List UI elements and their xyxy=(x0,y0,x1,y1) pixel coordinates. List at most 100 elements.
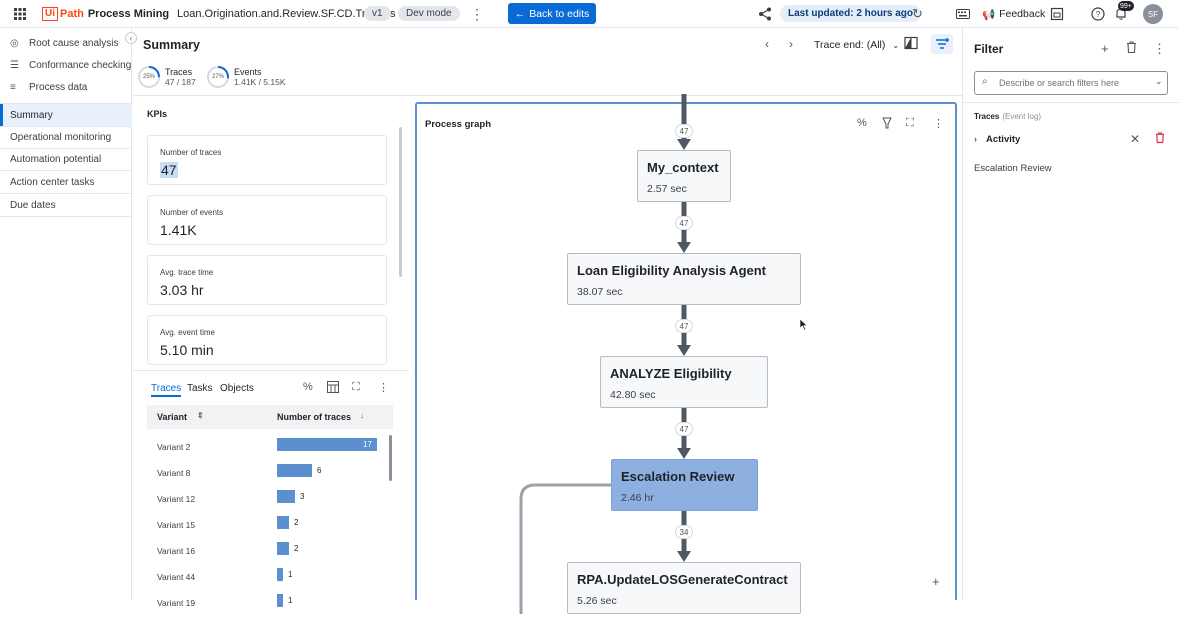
filter-search-input[interactable] xyxy=(999,76,1149,90)
node-title: RPA.UpdateLOSGenerateContract xyxy=(577,572,788,587)
collapse-nav-button[interactable]: ‹ xyxy=(125,32,137,44)
filter-group-activity[interactable]: › Activity ✕ xyxy=(974,132,1174,149)
bulb-icon[interactable] xyxy=(881,117,893,132)
edge-count-label[interactable]: 47 xyxy=(675,422,693,436)
nav-summary[interactable]: Summary xyxy=(0,104,132,126)
node-duration: 2.57 sec xyxy=(647,183,687,195)
user-avatar[interactable]: SF xyxy=(1143,4,1163,24)
kpi-value: 5.10 min xyxy=(160,342,214,358)
kpi-card[interactable]: Number of events 1.41K xyxy=(147,195,387,245)
filter-search[interactable]: ⌕ ⌄ xyxy=(974,71,1168,95)
table-icon[interactable] xyxy=(327,381,339,396)
conformance-icon: ☰ xyxy=(10,59,19,71)
edge-count-label[interactable]: 47 xyxy=(675,319,693,333)
tab-objects[interactable]: Objects xyxy=(220,383,254,394)
close-icon[interactable]: ✕ xyxy=(1130,132,1141,146)
mode-badge[interactable]: Dev mode xyxy=(398,6,460,21)
nav-root-cause-analysis[interactable]: ◎ Root cause analysis xyxy=(0,32,132,54)
filter-toggle-button[interactable] xyxy=(931,34,953,54)
trace-end-dropdown[interactable]: Trace end: (All) ⌄ xyxy=(814,39,899,51)
filter-section-label: Traces xyxy=(974,112,1000,121)
nav-process-data[interactable]: ≡ Process data xyxy=(0,76,132,98)
back-to-edits-button[interactable]: ← Back to edits xyxy=(508,3,596,24)
version-badge[interactable]: v1 xyxy=(364,6,391,21)
help-icon[interactable]: ? xyxy=(1091,0,1105,28)
column-header-number-of-traces[interactable]: Number of traces xyxy=(277,412,352,422)
nav-automation-potential[interactable]: Automation potential xyxy=(0,148,132,170)
tab-traces[interactable]: Traces xyxy=(151,383,182,397)
variant-name: Variant 44 xyxy=(157,572,196,582)
stat-label: Traces xyxy=(165,67,193,77)
kpi-value: 3.03 hr xyxy=(160,282,204,298)
edge-count-label[interactable]: 34 xyxy=(675,525,693,539)
nav-action-center-tasks[interactable]: Action center tasks xyxy=(0,171,132,193)
kpi-card[interactable]: Avg. event time 5.10 min xyxy=(147,315,387,365)
more-options-icon[interactable]: ⋮ xyxy=(933,118,944,130)
edge-count-label[interactable]: 47 xyxy=(675,216,693,230)
percent-icon[interactable]: % xyxy=(303,381,313,393)
expand-icon[interactable]: ⛶ xyxy=(352,381,360,393)
more-options-icon[interactable]: ⋮ xyxy=(470,5,484,22)
chevron-left-icon[interactable]: ‹ xyxy=(765,37,769,51)
trace-count-bar xyxy=(277,542,289,555)
node-duration: 2.46 hr xyxy=(621,492,654,504)
sort-desc-icon[interactable]: ↓ xyxy=(360,411,364,420)
kpi-heading: KPIs xyxy=(147,109,168,119)
nav-conformance-checking[interactable]: ☰ Conformance checking xyxy=(0,54,132,76)
more-options-icon[interactable]: ⋮ xyxy=(378,382,389,394)
fullscreen-icon[interactable]: ⛶ xyxy=(906,117,914,129)
traces-percent: 25% xyxy=(142,74,155,80)
chevron-right-icon[interactable]: › xyxy=(974,134,977,144)
more-options-icon[interactable]: ⋮ xyxy=(1153,41,1166,56)
kpi-scrollbar[interactable] xyxy=(399,127,402,277)
trace-count-bar xyxy=(277,568,283,581)
trash-icon[interactable] xyxy=(1126,41,1137,56)
chevron-down-icon[interactable]: ⌄ xyxy=(1155,76,1163,86)
column-header-variant[interactable]: Variant xyxy=(157,412,188,422)
add-icon[interactable]: + xyxy=(1101,41,1109,56)
edge-count-label[interactable]: 47 xyxy=(675,124,693,138)
events-stat-text: Events 1.41K / 5.15K xyxy=(234,67,286,87)
filter-section-title: Traces(Event log) xyxy=(974,112,1041,121)
node-title: Loan Eligibility Analysis Agent xyxy=(577,263,767,278)
trace-count-bar xyxy=(277,464,312,477)
sort-icon[interactable]: ⇕ xyxy=(197,411,204,420)
percent-icon[interactable]: % xyxy=(857,117,867,129)
chevron-right-icon[interactable]: › xyxy=(789,37,793,51)
nav-due-dates[interactable]: Due dates xyxy=(0,194,132,216)
page-title: Summary xyxy=(143,38,200,52)
trash-icon[interactable] xyxy=(1155,132,1165,146)
trace-count-label: 2 xyxy=(294,518,299,527)
kpi-card[interactable]: Number of traces 47 xyxy=(147,135,387,185)
refresh-icon[interactable]: ↻ xyxy=(912,6,923,21)
table-scrollbar[interactable] xyxy=(389,435,392,481)
trace-count-bar xyxy=(277,594,283,607)
loop-edge[interactable] xyxy=(519,483,611,614)
tab-tasks[interactable]: Tasks xyxy=(187,383,213,394)
nav-operational-monitoring[interactable]: Operational monitoring xyxy=(0,126,132,148)
compare-icon[interactable] xyxy=(904,36,918,53)
share-icon[interactable] xyxy=(758,0,772,28)
keyboard-icon[interactable] xyxy=(956,0,970,28)
feedback-button[interactable]: 📢 Feedback xyxy=(982,0,1045,28)
arrow-left-icon: ← xyxy=(514,7,526,20)
kpi-card[interactable]: Avg. trace time 3.03 hr xyxy=(147,255,387,305)
notification-count-badge: 99+ xyxy=(1118,1,1134,11)
zoom-in-icon[interactable]: + xyxy=(932,574,940,589)
storefront-icon[interactable] xyxy=(1050,0,1064,28)
app-launcher-icon[interactable] xyxy=(14,0,28,28)
